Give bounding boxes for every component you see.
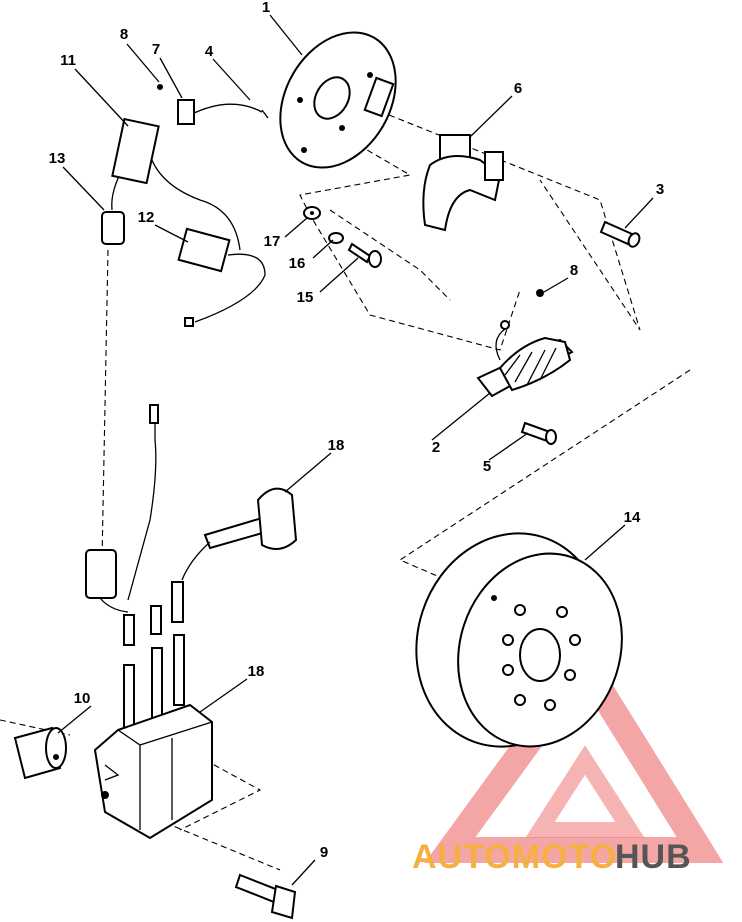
callout-label-1: 1 [262,0,270,16]
pickup-bracket [422,134,504,232]
callout-label-14: 14 [624,509,641,526]
callout-label-5: 5 [483,458,491,475]
callout-label-18-coil: 18 [248,663,265,680]
callout-label-6: 6 [514,80,522,97]
watermark-text-part2: HUB [615,838,692,876]
rubber-cap [13,726,67,780]
watermark-text: AUTOMOTO HUB [412,838,692,876]
wiring-harness [101,84,269,327]
callout-label-8-right: 8 [570,262,578,279]
callout-label-3: 3 [656,181,664,198]
pulser-coil [476,289,574,398]
watermark-text-part1: AUTOMOTO [412,838,617,876]
bolt-3 [599,220,641,248]
bolt-5 [520,421,557,445]
leader-lines [57,14,654,886]
ignition-coil [93,703,213,840]
flywheel [415,532,623,748]
callout-label-15: 15 [297,289,314,306]
hardware-17-16-15 [303,206,382,268]
callout-label-9: 9 [320,844,328,861]
callout-label-7: 7 [152,41,160,58]
callout-label-13: 13 [49,150,66,167]
callout-label-17: 17 [264,233,281,250]
lead-wires [85,404,211,736]
spark-plug-cap [203,487,298,550]
callout-label-12: 12 [138,209,155,226]
watermark-logo [424,641,724,863]
callout-label-4: 4 [205,43,214,60]
callout-label-10: 10 [74,690,91,707]
callout-label-16: 16 [289,255,306,272]
callout-label-11: 11 [60,52,76,69]
bolt-9 [234,873,297,920]
callout-label-18-cap: 18 [328,437,345,454]
callout-labels: 1 2 3 4 5 6 7 8 8 9 10 11 12 13 14 15 16… [49,0,665,861]
callout-label-8-top: 8 [120,26,128,43]
stator-plate [279,31,397,169]
callout-label-2: 2 [432,439,440,456]
